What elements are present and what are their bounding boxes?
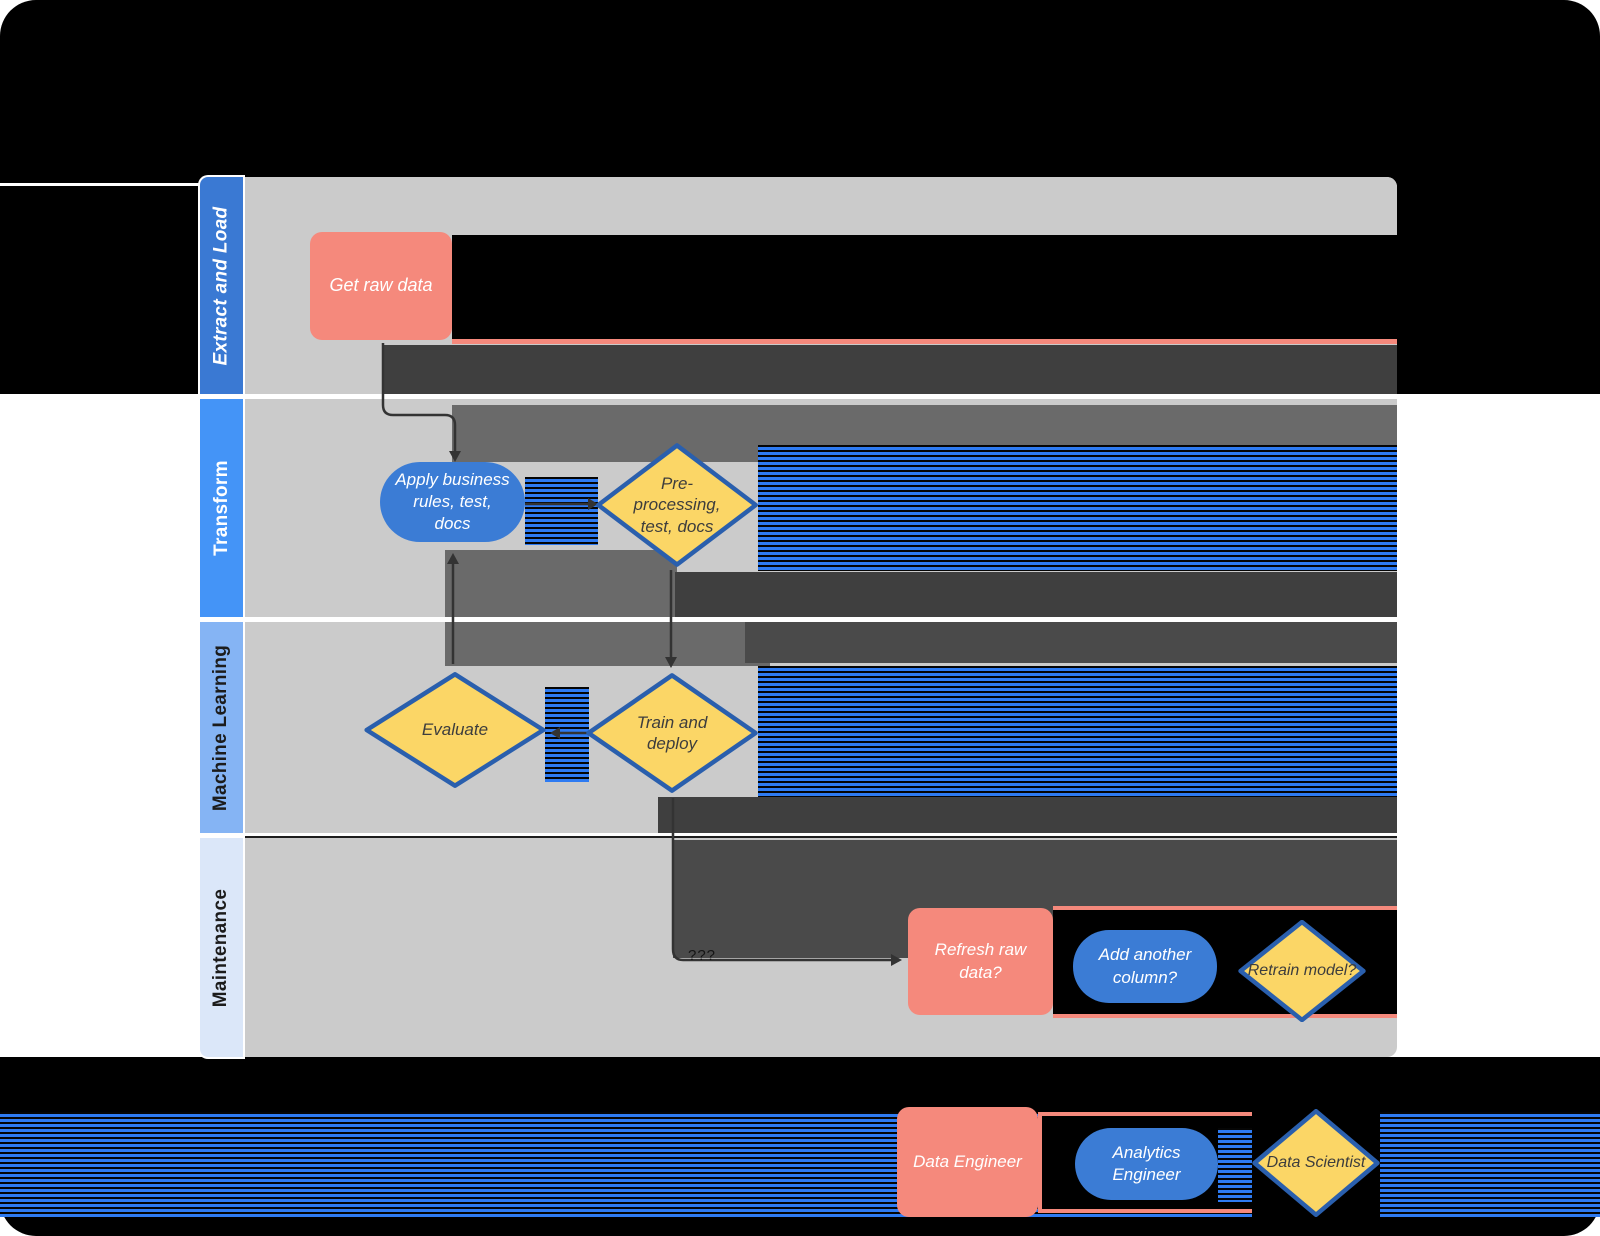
arrowhead xyxy=(447,553,459,564)
node-refresh-raw-data[interactable]: Refresh raw data? xyxy=(908,908,1053,1015)
node-label: Evaluate xyxy=(421,720,489,740)
redaction-overlay xyxy=(382,345,1397,394)
glitch-stripes xyxy=(525,477,598,545)
node-apply-business-rules[interactable]: Apply business rules, test, docs xyxy=(380,462,525,542)
lane-header-transform: Transform xyxy=(200,399,243,617)
node-add-another-column[interactable]: Add another column? xyxy=(1073,930,1217,1003)
lane-header-extract-and-load: Extract and Load xyxy=(200,177,243,394)
glitch-stripes xyxy=(758,666,1397,798)
glitch-white-line xyxy=(0,183,205,186)
lane-boundary-line xyxy=(238,836,1397,838)
lane-header-machine-learning: Machine Learning xyxy=(200,622,243,833)
node-evaluate[interactable]: Evaluate xyxy=(363,672,547,788)
edge-label-question-marks: ??? xyxy=(688,947,717,964)
arrowhead xyxy=(588,498,598,510)
node-pre-processing[interactable]: Pre-processing, test, docs xyxy=(595,443,759,567)
arrow-train-to-refresh xyxy=(671,798,893,962)
node-label: Retrain model? xyxy=(1247,962,1357,979)
legend-analytics-engineer: Analytics Engineer xyxy=(1075,1128,1218,1200)
arrowhead xyxy=(665,657,677,668)
node-label: Refresh raw data? xyxy=(934,940,1027,982)
glitch-stripes xyxy=(1218,1128,1256,1202)
legend-label: Data Scientist xyxy=(1266,1154,1366,1171)
node-train-and-deploy[interactable]: Train and deploy xyxy=(585,673,759,793)
redaction-overlay xyxy=(745,622,1397,663)
redaction-overlay xyxy=(445,622,770,666)
arrow-getraw-to-applyrules xyxy=(381,343,457,453)
node-label: Apply business rules, test, docs xyxy=(395,469,510,534)
lane-header-maintenance: Maintenance xyxy=(200,838,243,1057)
glitch-stripes xyxy=(545,687,589,782)
node-label: Add another column? xyxy=(1098,945,1192,987)
glitch-stripes xyxy=(758,445,1397,571)
legend-label: Data Engineer xyxy=(913,1151,1022,1171)
legend-label: Analytics Engineer xyxy=(1112,1142,1181,1184)
node-label: Pre-processing, test, docs xyxy=(633,474,721,536)
node-get-raw-data[interactable]: Get raw data xyxy=(310,232,452,340)
node-retrain-model[interactable]: Retrain model? xyxy=(1238,920,1366,1022)
arrowhead xyxy=(891,954,902,966)
arrowhead xyxy=(449,451,461,462)
arrowhead xyxy=(550,727,560,739)
swimlane-diagram: Extract and Load Transform Machine Learn… xyxy=(200,177,1397,1057)
redaction-overlay xyxy=(452,235,1397,339)
redaction-overlay xyxy=(675,572,1397,617)
node-label: Train and deploy xyxy=(636,712,708,753)
legend-data-engineer: Data Engineer xyxy=(897,1107,1038,1217)
glitch-salmon-line xyxy=(452,339,1397,344)
flow-arrows xyxy=(381,343,902,966)
node-label: Get raw data xyxy=(329,275,433,296)
redaction-overlay xyxy=(445,550,677,617)
redaction-overlay xyxy=(658,797,1397,833)
legend-data-scientist: Data Scientist xyxy=(1252,1109,1380,1217)
